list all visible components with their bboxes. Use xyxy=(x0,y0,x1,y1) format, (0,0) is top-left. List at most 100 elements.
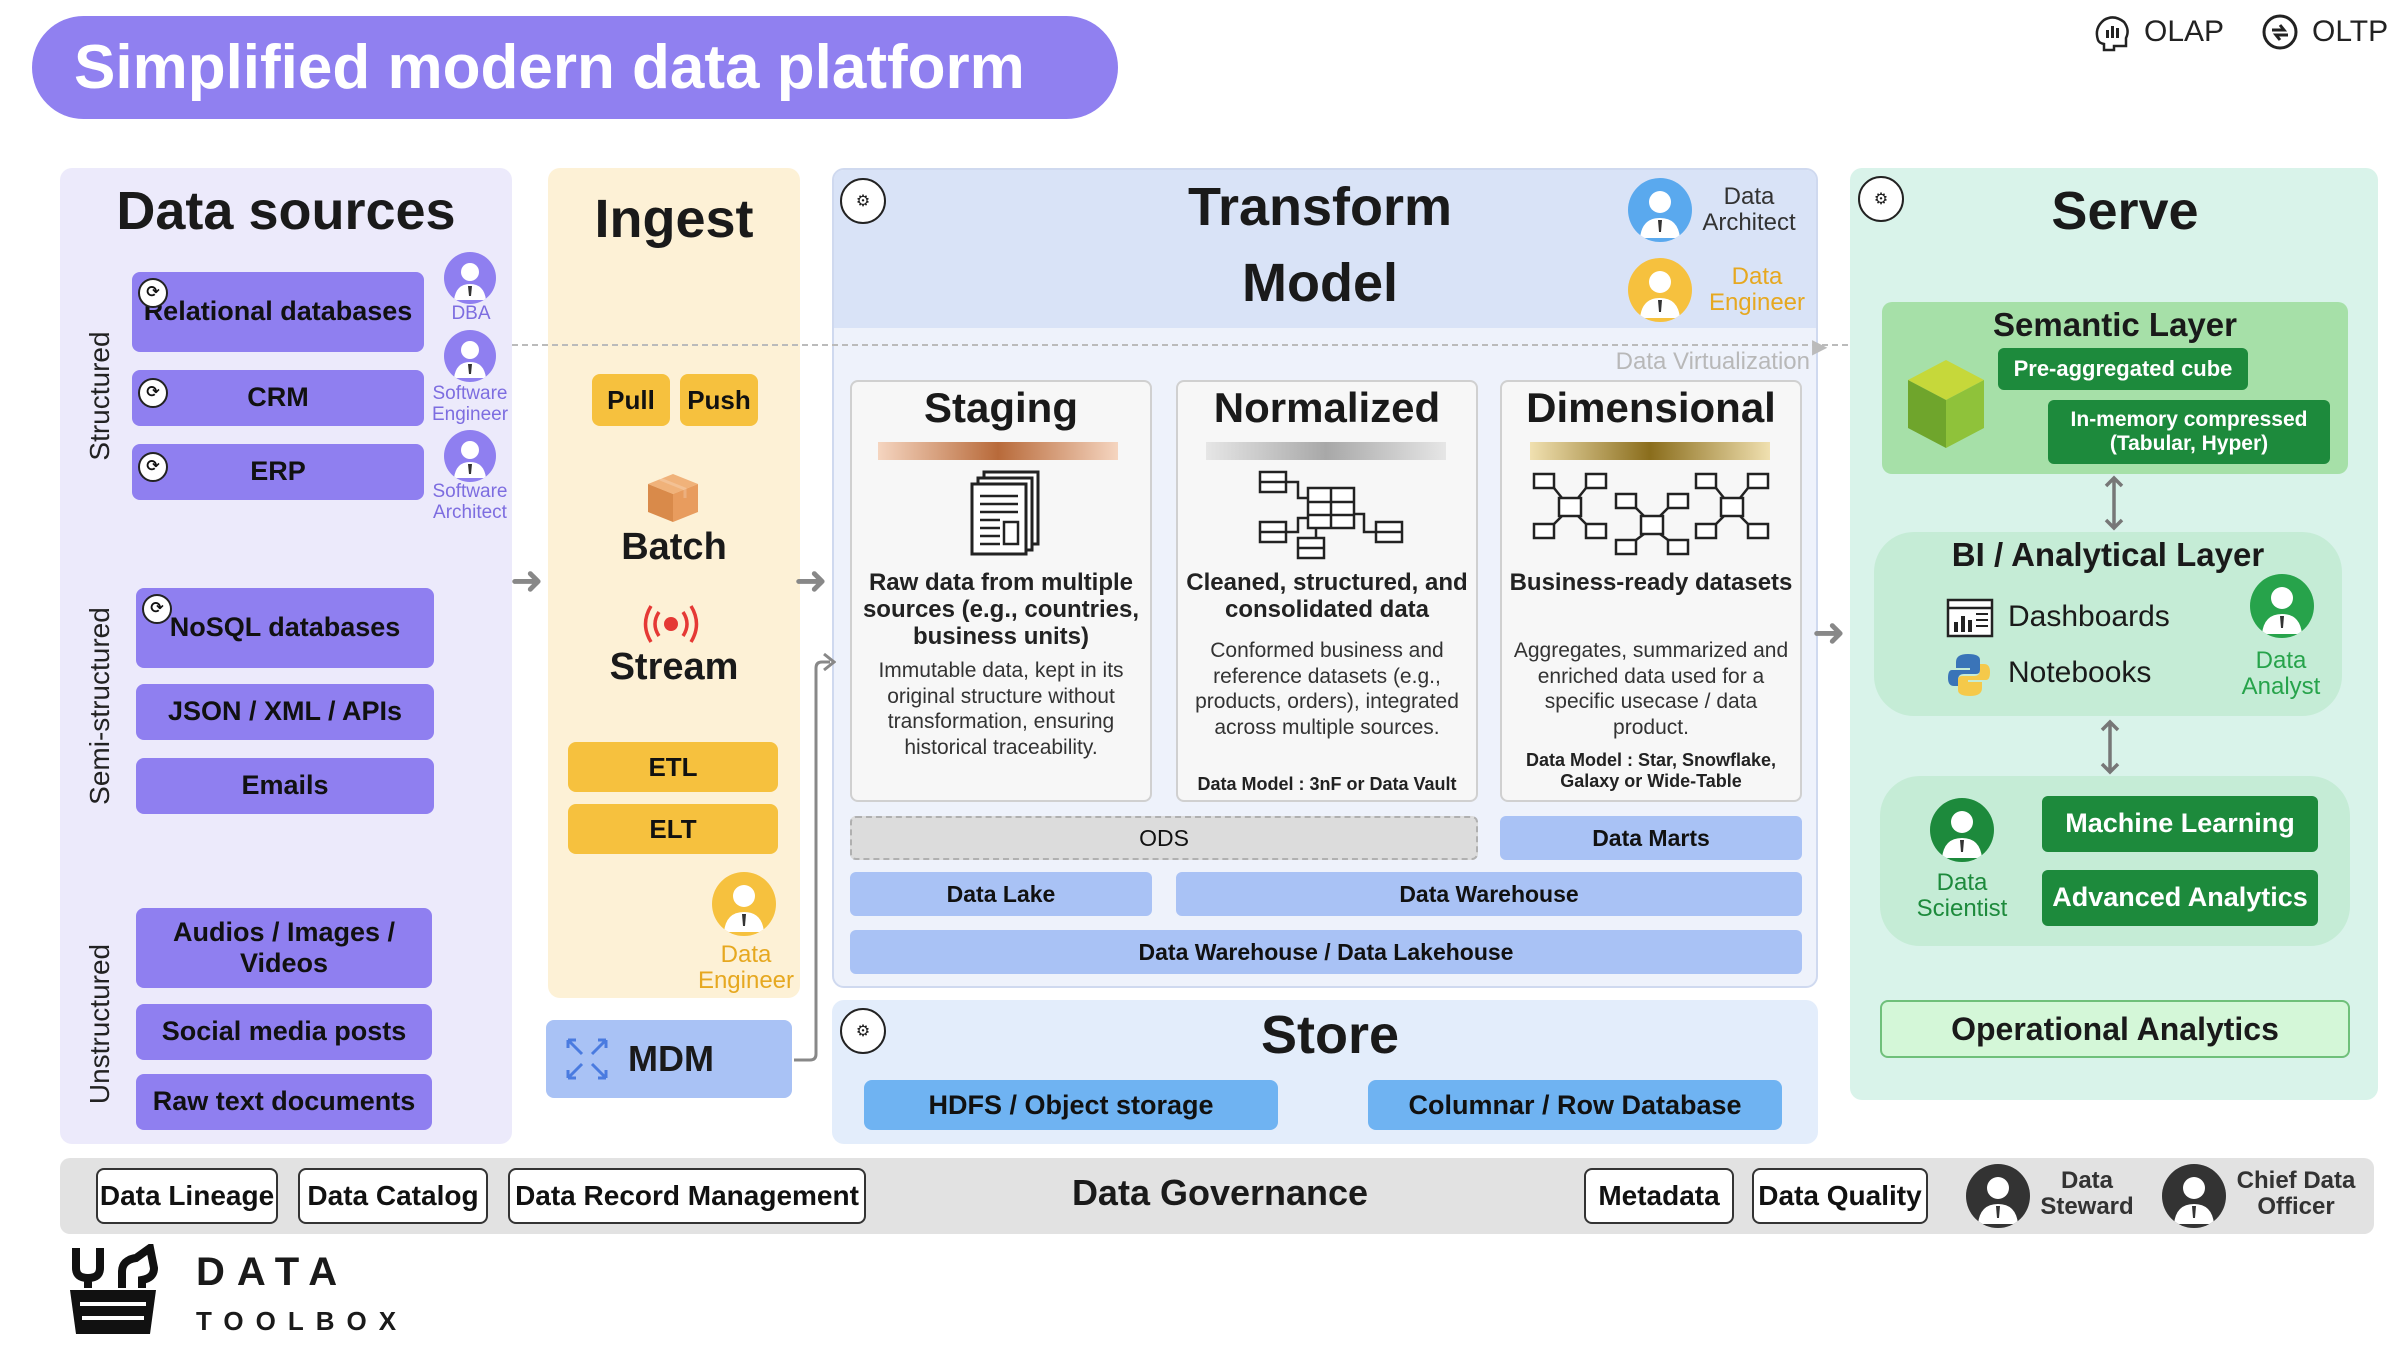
staging-title: Staging xyxy=(924,384,1078,431)
data-warehouse-bar[interactable]: Data Warehouse xyxy=(1176,872,1802,916)
box-icon xyxy=(648,474,698,522)
oltp-icon xyxy=(2262,14,2298,50)
dashboards-label[interactable]: Dashboards xyxy=(2008,600,2170,633)
dba-avatar-icon xyxy=(444,252,496,304)
documents-icon xyxy=(970,470,1040,556)
normalized-bold-text: Cleaned, structured, and consolidated da… xyxy=(1186,569,1468,623)
data-marts-bar[interactable]: Data Marts xyxy=(1500,816,1802,860)
olap-icon: ⚙ xyxy=(840,178,886,224)
normalized-gradient-bar xyxy=(1206,442,1446,460)
olap-icon: ⚙ xyxy=(1858,176,1904,222)
role-data-engineer-ingest: Data Engineer xyxy=(697,941,795,995)
source-emails[interactable]: Emails xyxy=(136,758,434,814)
chief-data-officer-avatar-icon xyxy=(2162,1164,2226,1228)
role-software-architect: Software Architect xyxy=(432,481,508,523)
virtualization-line xyxy=(512,344,1848,346)
legend-oltp: OLTP xyxy=(2258,8,2388,56)
role-data-analyst: Data Analyst xyxy=(2241,647,2321,701)
source-crm[interactable]: ⟳ CRM xyxy=(132,370,424,426)
double-arrow-icon xyxy=(2104,475,2124,531)
group-structured: Structured xyxy=(84,331,115,461)
page-title: Simplified modern data platform xyxy=(32,16,1118,119)
arrow-right-icon: ➜ xyxy=(510,559,544,603)
ingest-title: Ingest xyxy=(594,189,754,249)
role-data-scientist: Data Scientist xyxy=(1916,869,2008,923)
source-nosql[interactable]: ⟳ NoSQL databases xyxy=(136,588,434,668)
pull-button[interactable]: Pull xyxy=(592,374,670,426)
data-lake-bar[interactable]: Data Lake xyxy=(850,872,1152,916)
mdm-label: MDM xyxy=(628,1038,714,1079)
normalized-title: Normalized xyxy=(1213,384,1441,431)
dimensional-gradient-bar xyxy=(1530,442,1770,460)
source-erp[interactable]: ⟳ ERP xyxy=(132,444,424,500)
lakehouse-bar[interactable]: Data Warehouse / Data Lakehouse xyxy=(850,930,1802,974)
bi-layer-title: BI / Analytical Layer xyxy=(1951,536,2265,573)
data-lineage-button[interactable]: Data Lineage xyxy=(96,1168,278,1224)
pre-aggregated-cube-button[interactable]: Pre-aggregated cube xyxy=(1998,348,2248,390)
legend-olap: OLAP xyxy=(2090,8,2224,56)
normalized-tables-icon xyxy=(1258,470,1404,560)
dimensional-text: Aggregates, summarized and enriched data… xyxy=(1513,639,1789,739)
notebooks-label[interactable]: Notebooks xyxy=(2008,656,2152,689)
software-engineer-avatar-icon xyxy=(444,330,496,382)
etl-button[interactable]: ETL xyxy=(568,742,778,792)
role-data-architect: Data Architect xyxy=(1702,183,1796,237)
olap-icon: ⚙ xyxy=(840,1008,886,1054)
source-media[interactable]: Audios / Images / Videos xyxy=(136,908,432,988)
data-scientist-avatar-icon xyxy=(1930,798,1994,862)
dimensional-bold-text: Business-ready datasets xyxy=(1509,569,1793,596)
virtualization-arrowhead-icon: ▶ xyxy=(1812,336,1828,358)
governance-title: Data Governance xyxy=(1071,1172,1369,1213)
data-catalog-button[interactable]: Data Catalog xyxy=(298,1168,488,1224)
virtualization-label: Data Virtualization xyxy=(1615,348,1810,375)
elt-button[interactable]: ELT xyxy=(568,804,778,854)
in-memory-compressed-button[interactable]: In-memory compressed (Tabular, Hyper) xyxy=(2048,400,2330,464)
source-social[interactable]: Social media posts xyxy=(136,1004,432,1060)
source-relational[interactable]: ⟳ Relational databases xyxy=(132,272,424,352)
staging-gradient-bar xyxy=(878,442,1118,460)
mdm-connector-arrow xyxy=(794,652,836,1062)
toolbox-logo-icon xyxy=(70,1244,159,1334)
normalized-text: Conformed business and reference dataset… xyxy=(1195,639,1459,739)
operational-analytics-button[interactable]: Operational Analytics xyxy=(1880,1000,2350,1058)
role-data-steward: Data Steward xyxy=(2040,1167,2134,1221)
role-dba: DBA xyxy=(451,303,491,324)
metadata-button[interactable]: Metadata xyxy=(1584,1168,1734,1224)
star-schema-icon xyxy=(1532,472,1770,556)
machine-learning-button[interactable]: Machine Learning xyxy=(2042,796,2318,852)
python-icon xyxy=(1948,654,1990,696)
advanced-analytics-button[interactable]: Advanced Analytics xyxy=(2042,870,2318,926)
mdm-arrows-icon xyxy=(566,1038,608,1080)
data-record-management-button[interactable]: Data Record Management xyxy=(508,1168,866,1224)
stream-signal-icon xyxy=(643,605,699,643)
mdm-button[interactable]: MDM xyxy=(546,1020,792,1098)
staging-text: Immutable data, kept in its original str… xyxy=(878,659,1124,759)
logo-line2: TOOLBOX xyxy=(196,1306,409,1336)
data-engineer-avatar-icon xyxy=(1628,258,1692,322)
role-chief-data-officer: Chief Data Officer xyxy=(2236,1167,2356,1221)
push-button[interactable]: Push xyxy=(680,374,758,426)
oltp-icon: ⟳ xyxy=(138,452,168,482)
hdfs-button[interactable]: HDFS / Object storage xyxy=(864,1080,1278,1130)
group-semi-structured: Semi-structured xyxy=(84,607,115,805)
stream-label: Stream xyxy=(609,646,739,688)
cube-icon xyxy=(1908,360,1984,448)
sources-title: Data sources xyxy=(116,181,456,241)
role-data-engineer-transform: Data Engineer xyxy=(1708,263,1806,317)
oltp-icon: ⟳ xyxy=(138,378,168,408)
columnar-button[interactable]: Columnar / Row Database xyxy=(1368,1080,1782,1130)
double-arrow-icon xyxy=(2100,719,2120,775)
model-title: Model xyxy=(1242,253,1398,313)
olap-icon xyxy=(2095,16,2129,52)
data-architect-avatar-icon xyxy=(1628,178,1692,242)
software-architect-avatar-icon xyxy=(444,430,496,482)
data-quality-button[interactable]: Data Quality xyxy=(1752,1168,1928,1224)
ingest-column xyxy=(548,168,800,998)
data-steward-avatar-icon xyxy=(1966,1164,2030,1228)
source-raw-text[interactable]: Raw text documents xyxy=(136,1074,432,1130)
store-title: Store xyxy=(1260,1005,1400,1065)
ods-bar[interactable]: ODS xyxy=(850,816,1478,860)
role-software-engineer: Software Engineer xyxy=(431,383,509,425)
oltp-label: OLTP xyxy=(2312,15,2389,48)
source-json-xml-apis[interactable]: JSON / XML / APIs xyxy=(136,684,434,740)
